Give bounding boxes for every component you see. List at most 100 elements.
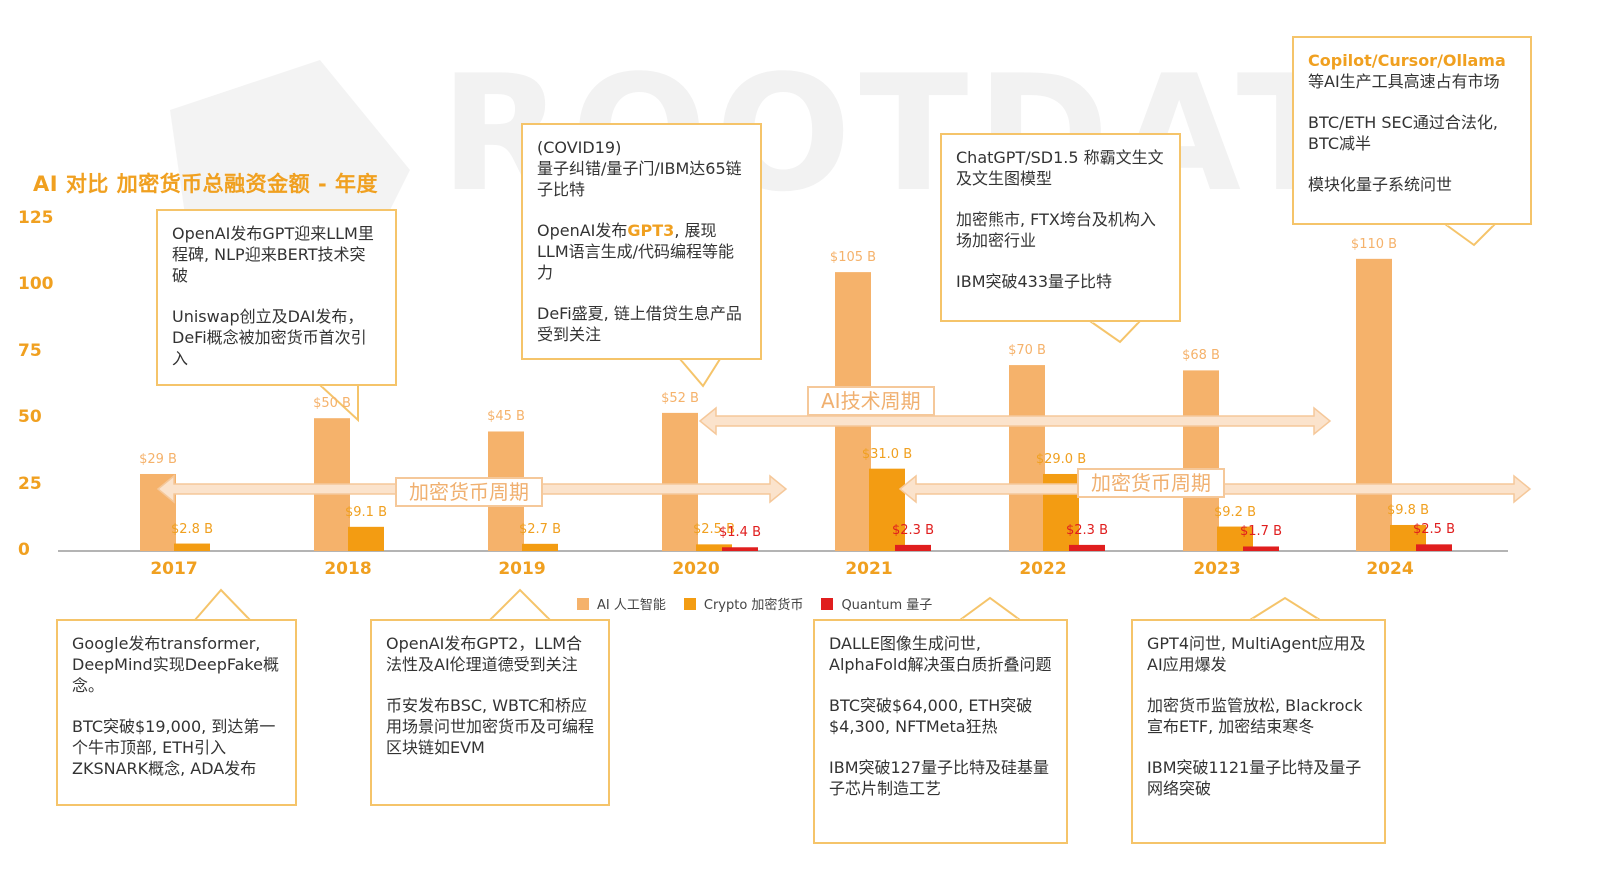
callout-paragraph: BTC突破$64,000, ETH突破$4,300, NFTMeta狂热 <box>829 696 1033 736</box>
callout-tail <box>677 358 722 388</box>
bar-crypto <box>869 468 905 551</box>
y-tick-label: 125 <box>18 208 54 228</box>
callout-highlight: GPT3 <box>627 221 675 240</box>
legend-swatch-ai <box>577 597 589 610</box>
callout-paragraph: BTC/ETH SEC通过合法化, BTC减半 <box>1308 113 1498 153</box>
callout-paragraph: OpenAI发布GPT2，LLM合法性及AI伦理道德受到关注 <box>386 634 583 674</box>
value-label-ai: $110 B <box>1350 236 1398 252</box>
legend: AI 人工智能 Crypto 加密货币 Quantum 量子 <box>577 594 932 613</box>
bar-ai <box>662 412 698 551</box>
y-tick-label: 0 <box>18 540 30 560</box>
value-label-quantum: $1.7 B <box>1240 524 1282 540</box>
callout-top-2: ChatGPT/SD1.5 称霸文生文及文生图模型加密熊市, FTX垮台及机构入… <box>940 133 1181 322</box>
cycle-label: 加密货币周期 <box>1077 468 1225 498</box>
legend-item-crypto: Crypto 加密货币 <box>683 594 804 613</box>
y-tick-label: 100 <box>18 274 54 295</box>
callout-tail <box>1086 320 1143 344</box>
value-label-crypto: $9.1 B <box>345 504 387 520</box>
callout-paragraph: Google发布transformer, DeepMind实现DeepFake概… <box>72 634 279 695</box>
cycle-label: 加密货币周期 <box>395 477 543 507</box>
callout-paragraph: IBM突破433量子比特 <box>956 272 1113 291</box>
y-tick-label: 25 <box>18 473 42 494</box>
value-label-ai: $52 B <box>661 390 699 406</box>
callout-tail <box>192 588 253 621</box>
callout-paragraph: DALLE图像生成问世, AlphaFold解决蛋白质折叠问题 <box>829 634 1052 674</box>
x-tick-label: 2022 <box>1019 559 1067 579</box>
legend-label-quantum: Quantum 量子 <box>841 598 933 613</box>
callout-paragraph: 加密熊市, FTX垮台及机构入场加密行业 <box>956 210 1156 250</box>
value-label-quantum: $2.3 B <box>892 522 934 538</box>
bar-quantum <box>1069 544 1105 551</box>
legend-item-quantum: Quantum 量子 <box>821 594 932 613</box>
bar-ai <box>1183 370 1219 551</box>
x-tick-label: 2018 <box>324 559 372 579</box>
callout-bottom-3: GPT4问世, MultiAgent应用及AI应用爆发加密货币监管放松, Bla… <box>1131 619 1386 844</box>
value-label-ai: $70 B <box>1008 343 1046 359</box>
legend-label-crypto: Crypto 加密货币 <box>703 598 804 613</box>
callout-paragraph: DeFi盛夏, 链上借贷生息产品受到关注 <box>537 304 742 344</box>
chart-title: AI 对比 加密货币总融资金额 - 年度 <box>33 172 379 196</box>
bar-ai <box>1009 365 1045 551</box>
value-label-quantum: $2.3 B <box>1066 522 1108 538</box>
bar-quantum <box>722 547 758 551</box>
callout-paragraph: ChatGPT/SD1.5 称霸文生文及文生图模型 <box>956 148 1164 188</box>
callout-tail <box>1246 596 1324 621</box>
value-label-crypto: $2.8 B <box>171 521 213 537</box>
bar-crypto <box>348 526 384 551</box>
callout-paragraph: IBM突破127量子比特及硅基量子芯片制造工艺 <box>829 758 1050 798</box>
cycle-label: AI技术周期 <box>807 386 935 416</box>
x-tick-label: 2020 <box>672 559 720 579</box>
callout-tail <box>956 596 1024 621</box>
callout-paragraph: 模块化量子系统问世 <box>1308 175 1453 194</box>
callout-paragraph: GPT4问世, MultiAgent应用及AI应用爆发 <box>1147 634 1366 674</box>
value-label-ai: $105 B <box>829 250 877 266</box>
cycle-arrow <box>698 406 1332 436</box>
bar-ai <box>1356 258 1392 551</box>
x-tick-label: 2017 <box>150 559 198 579</box>
value-label-ai: $68 B <box>1182 348 1220 364</box>
callout-paragraph: 币安发布BSC, WBTC和桥应用场景问世加密货币及可编程区块链如EVM <box>386 696 595 757</box>
callout-paragraph: OpenAI发布GPT3, 展现LLM语言生成/代码编程等能力 <box>537 221 735 282</box>
value-label-ai: $50 B <box>313 396 351 412</box>
legend-item-ai: AI 人工智能 <box>577 594 666 613</box>
x-tick-label: 2023 <box>1193 559 1241 579</box>
value-label-crypto: $9.2 B <box>1214 504 1256 520</box>
callout-top-1: (COVID19) 量子纠错/量子门/IBM达65链子比特 OpenAI发布GPT… <box>521 123 762 360</box>
value-label-crypto: $2.5 B <box>693 522 735 538</box>
bar-quantum <box>1416 544 1452 551</box>
callout-paragraph: Copilot/Cursor/Ollama等AI生产工具高速占有市场 <box>1308 51 1506 91</box>
legend-swatch-crypto <box>683 597 696 610</box>
value-label-crypto: $29.0 B <box>1035 451 1087 467</box>
x-tick-label: 2019 <box>498 559 546 579</box>
bar-crypto <box>174 543 210 551</box>
legend-label-ai: AI 人工智能 <box>597 598 666 613</box>
bar-crypto <box>522 543 558 551</box>
value-label-quantum: $2.5 B <box>1413 522 1455 538</box>
y-tick-label: 50 <box>18 407 42 428</box>
callout-tail <box>487 588 553 621</box>
callout-paragraph: IBM突破1121量子比特及量子网络突破 <box>1147 758 1362 798</box>
y-tick-label: 75 <box>18 340 42 361</box>
value-label-ai: $29 B <box>139 451 177 467</box>
callout-top-3: Copilot/Cursor/Ollama等AI生产工具高速占有市场 BTC/ET… <box>1292 36 1532 225</box>
bar-quantum <box>895 544 931 551</box>
callout-bottom-0: Google发布transformer, DeepMind实现DeepFake概… <box>56 619 297 806</box>
callout-paragraph: 加密货币监管放松, Blackrock宣布ETF, 加密结束寒冬 <box>1147 696 1363 736</box>
callout-bottom-1: OpenAI发布GPT2，LLM合法性及AI伦理道德受到关注币安发布BSC, W… <box>370 619 610 806</box>
callout-paragraph: BTC突破$19,000, 到达第一个牛市顶部, ETH引入ZKSNARK概念,… <box>72 717 276 778</box>
bar-crypto <box>696 544 732 551</box>
bar-quantum <box>1243 546 1279 551</box>
callout-paragraph: Uniswap创立及DAI发布，DeFi概念被加密货币首次引入 <box>172 307 367 368</box>
value-label-crypto: $9.8 B <box>1387 502 1429 518</box>
callout-highlight: Copilot/Cursor/Ollama <box>1308 51 1506 70</box>
x-tick-label: 2024 <box>1366 559 1414 579</box>
x-tick-label: 2021 <box>845 559 893 579</box>
callout-tail <box>1441 223 1498 247</box>
callout-bottom-2: DALLE图像生成问世, AlphaFold解决蛋白质折叠问题 BTC突破$64… <box>813 619 1068 844</box>
value-label-crypto: $2.7 B <box>519 521 561 537</box>
callout-paragraph: (COVID19) 量子纠错/量子门/IBM达65链子比特 <box>537 138 742 199</box>
value-label-quantum: $1.4 B <box>719 525 761 541</box>
value-label-crypto: $31.0 B <box>861 446 913 462</box>
value-label-ai: $45 B <box>487 409 525 425</box>
